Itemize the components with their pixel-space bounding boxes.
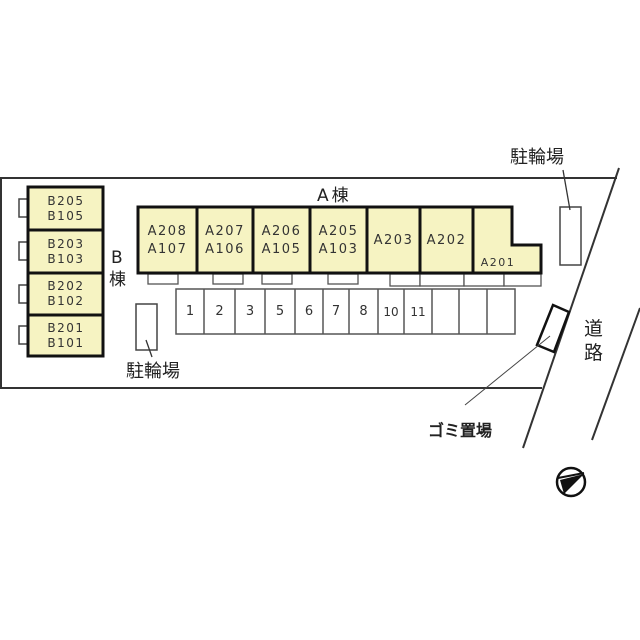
- unit-a201: A201: [475, 255, 521, 271]
- unit-label-upper: A203: [373, 232, 414, 248]
- unit-a207-a106: A207 A106: [197, 209, 253, 272]
- unit-label-upper: A208: [147, 223, 188, 239]
- unit-label-lower: A106: [205, 241, 245, 257]
- unit-a205-a103: A205 A103: [310, 209, 367, 272]
- parking-stall: 1: [185, 304, 195, 319]
- unit-a208-a107: A208 A107: [138, 209, 197, 272]
- parking-lot-outline: [175, 288, 516, 335]
- unit-label-lower: B101: [47, 335, 85, 350]
- unit-label-upper: B201: [47, 320, 85, 335]
- parking-stall: 7: [331, 304, 341, 319]
- parking-stall: 5: [275, 304, 285, 319]
- unit-label-lower: A107: [147, 241, 188, 257]
- parking-stall: 6: [304, 304, 314, 319]
- unit-label-lower: A105: [261, 241, 302, 257]
- building-b-label-kanji: 棟: [109, 270, 126, 290]
- road-edge-near: [522, 167, 620, 449]
- building-a-outline: [136, 205, 543, 275]
- parking-stall: 2: [215, 304, 224, 319]
- unit-a203: A203: [367, 209, 420, 272]
- unit-label-upper: A202: [426, 232, 467, 248]
- bike-parking-right-label: 駐輪場: [510, 147, 564, 168]
- parking-stall: 10: [383, 304, 399, 319]
- unit-label-upper: B203: [47, 236, 85, 251]
- unit-label-upper: B202: [47, 279, 85, 293]
- bike-parking-left-leader: [145, 339, 153, 358]
- site-boundary: [0, 177, 617, 389]
- bike-parking-left-area: [135, 303, 158, 351]
- road-label-line1: 道: [584, 318, 604, 340]
- road-label-line2: 路: [584, 342, 604, 364]
- bike-parking-left-label: 駐輪場: [126, 361, 180, 382]
- parking-stall: 8: [359, 304, 368, 319]
- garbage-area-label: ゴミ置場: [428, 421, 493, 440]
- parking-stall: [432, 289, 459, 334]
- building-a-label: A棟: [317, 186, 352, 206]
- garbage-area-leader: [464, 335, 551, 406]
- unit-label-upper: B205: [47, 194, 85, 208]
- unit-label-lower: A103: [318, 241, 359, 257]
- unit-b201-b101: B201 B101: [30, 316, 102, 355]
- bike-parking-right-area: [559, 206, 582, 266]
- unit-label-upper: A206: [261, 223, 302, 239]
- parking-stall: 11: [410, 304, 426, 319]
- building-b-outline: [26, 185, 105, 358]
- building-b-label-letter: B: [111, 248, 123, 268]
- road-edge-far: [591, 307, 640, 441]
- parking-stall: [459, 289, 487, 334]
- north-arrow-icon: [555, 466, 587, 498]
- unit-a202: A202: [420, 209, 473, 272]
- bike-parking-right-leader: [562, 169, 571, 211]
- unit-label-lower: B103: [47, 251, 85, 266]
- unit-label-lower: B102: [47, 294, 85, 308]
- unit-b205-b105: B205 B105: [30, 189, 102, 229]
- unit-label-upper: A207: [205, 223, 245, 239]
- parking-stall: [487, 289, 515, 334]
- unit-a206-a105: A206 A105: [253, 209, 310, 272]
- unit-label-lower: B105: [47, 209, 85, 223]
- building-b-balconies: [18, 198, 29, 345]
- unit-b202-b102: B202 B102: [30, 274, 102, 314]
- parking-stall: 3: [245, 304, 255, 319]
- unit-b203-b103: B203 B103: [30, 231, 102, 272]
- unit-label-upper: A205: [318, 223, 359, 239]
- building-a-balconies: [147, 273, 542, 287]
- unit-label-upper: A201: [480, 255, 516, 269]
